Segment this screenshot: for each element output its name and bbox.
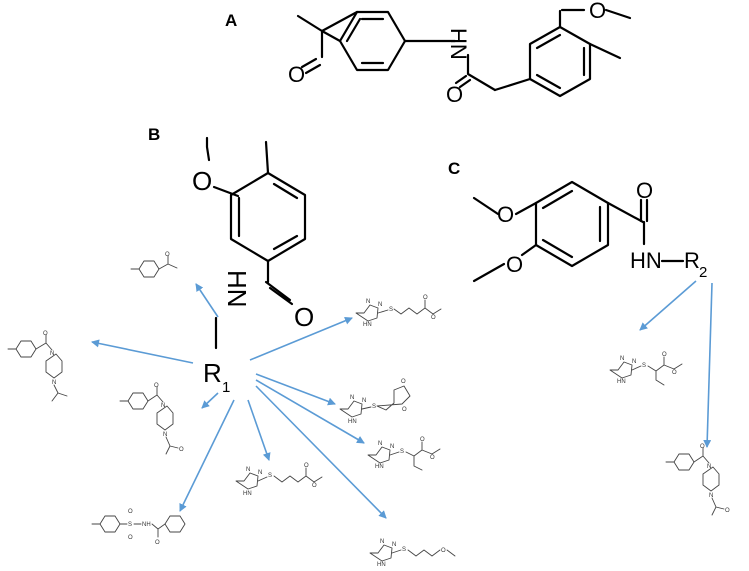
- panel-b-arrows: [91, 283, 387, 519]
- fragment-atom-label: HN: [243, 491, 252, 497]
- fragment-atom-label: HN: [363, 322, 372, 328]
- fragment-atom-label: HN: [377, 562, 386, 568]
- arrow-to-triazole-dioxolane: [255, 373, 336, 406]
- fragment-atom-label: O: [431, 315, 436, 321]
- fragment-atom-label: O: [662, 352, 667, 358]
- fragment-atom-label: O: [402, 407, 407, 413]
- fragment-atom-label: S: [268, 473, 272, 479]
- fragment-b-triazole-methylester: N N HN S O O: [235, 463, 323, 497]
- arrow-to-acetylphenyl: [195, 283, 219, 318]
- fragment-atom-label: O: [725, 508, 730, 514]
- arrow-to-c-acetylpiperazine: [703, 282, 713, 448]
- fragment-atom-label: N: [161, 403, 165, 409]
- arrow-to-triazole-branched: [255, 379, 365, 444]
- panel-c-methoxy-oxygen-1: O: [497, 202, 514, 227]
- fragment-atom-label: N: [362, 398, 366, 404]
- fragment-atom-label: N: [366, 299, 370, 305]
- panel-b-r-group: R: [203, 358, 222, 388]
- arrow-to-triazole-methoxy: [255, 385, 387, 519]
- fragment-atom-label: NH: [142, 522, 151, 528]
- panel-a-amide-oxygen: O: [446, 82, 463, 107]
- panel-c-core-structure: C O O O HN R 2: [448, 159, 707, 283]
- fragment-atom-label: N: [707, 464, 711, 470]
- arrow-to-triazole-methylester: [247, 399, 271, 461]
- fragment-atom-label: N: [378, 302, 382, 308]
- fragment-atom-label: N: [620, 356, 624, 362]
- fragment-atom-label: O: [423, 295, 428, 301]
- fragment-b-sulfonamide: S O O NH O: [91, 509, 186, 546]
- panel-b-r-subscript: 1: [222, 379, 230, 396]
- fragment-atom-label: N: [50, 351, 54, 357]
- arrow-to-isopropylpiperazine: [91, 339, 194, 364]
- panel-a-acetyl-oxygen: O: [288, 62, 305, 87]
- fragment-atom-label: O: [304, 463, 309, 469]
- panel-a-letter: A: [225, 11, 237, 30]
- fragment-atom-label: N: [350, 395, 354, 401]
- fragment-atom-label: O: [128, 535, 133, 541]
- fragment-atom-label: O: [441, 548, 446, 554]
- panel-c-amide-oxygen: O: [636, 178, 653, 203]
- fragment-atom-label: O: [420, 437, 425, 443]
- fragment-b-isopropylpiperazine: O N N: [7, 331, 68, 402]
- fragment-atom-label: O: [154, 383, 159, 389]
- fragment-atom-label: N: [246, 467, 250, 473]
- panel-c-r-subscript: 2: [699, 264, 707, 281]
- fragment-b-acetylphenyl: O: [130, 252, 178, 278]
- fragment-atom-label: N: [390, 444, 394, 450]
- fragment-atom-label: O: [700, 444, 705, 450]
- fragment-atom-label: HN: [617, 379, 626, 385]
- arrow-to-acetylpiperazine: [201, 392, 219, 409]
- fragment-c-acetylpiperazine: O N N O: [665, 444, 730, 516]
- panel-b-core-structure: B O HN O R 1: [148, 125, 314, 396]
- panel-a-structure: A O HN O O: [225, 0, 632, 107]
- panel-b-nh: HN: [222, 270, 252, 308]
- panel-b-letter: B: [148, 125, 160, 144]
- fragment-atom-label: S: [642, 363, 646, 369]
- fragment-b-triazole-dioxolane: N N HN S O O: [339, 379, 411, 425]
- panel-c-letter: C: [448, 159, 460, 178]
- fragment-b-triazole-branched: N N HN S O O: [367, 437, 441, 471]
- panel-b-methoxy-oxygen: O: [192, 166, 212, 196]
- fragment-b-triazole-methoxy: N N HN S O: [369, 539, 456, 568]
- fragment-atom-label: S: [402, 547, 406, 553]
- fragment-atom-label: O: [179, 447, 184, 453]
- fragment-atom-label: O: [155, 540, 160, 546]
- panel-c-r-group: R: [684, 248, 700, 273]
- fragment-atom-label: S: [128, 522, 132, 528]
- arrow-to-triazole-ester: [249, 316, 353, 361]
- fragment-atom-label: O: [430, 455, 435, 461]
- fragment-atom-label: N: [163, 432, 167, 438]
- panel-c-arrows: [639, 280, 713, 448]
- panel-c-nh: HN: [630, 248, 662, 273]
- fragment-atom-label: N: [258, 470, 262, 476]
- fragment-atom-label: HN: [348, 419, 357, 425]
- fragment-atom-label: O: [128, 509, 133, 515]
- fragment-atom-label: HN: [375, 464, 384, 470]
- fragment-atom-label: N: [378, 441, 382, 447]
- arrow-to-c-triazole-branched: [639, 280, 697, 331]
- fragment-atom-label: N: [380, 539, 384, 545]
- fragment-atom-label: O: [312, 483, 317, 489]
- fragment-atom-label: N: [392, 542, 396, 548]
- fragment-atom-label: N: [52, 380, 56, 386]
- fragment-atom-label: N: [709, 493, 713, 499]
- panel-a-nh: HN: [446, 28, 471, 60]
- fragment-atom-label: S: [400, 449, 404, 455]
- fragment-c-triazole-branched: N N HN S O O: [609, 352, 683, 386]
- fragment-atom-label: O: [165, 252, 170, 258]
- fragment-atom-label: N: [632, 359, 636, 365]
- fragment-atom-label: S: [389, 307, 393, 313]
- panel-a-methoxy-oxygen: O: [589, 0, 606, 23]
- fragment-atom-label: O: [43, 331, 48, 337]
- fragment-atom-label: S: [372, 404, 376, 410]
- fragment-atom-label: O: [672, 370, 677, 376]
- panel-c-methoxy-oxygen-2: O: [506, 252, 523, 277]
- fragment-atom-label: O: [401, 379, 406, 385]
- fragment-b-triazole-ester: N N HN S O O: [355, 295, 442, 328]
- fragment-b-acetylpiperazine: O N N O: [119, 383, 184, 455]
- arrow-to-sulfonamide: [179, 399, 235, 512]
- panel-b-amide-oxygen: O: [294, 302, 314, 332]
